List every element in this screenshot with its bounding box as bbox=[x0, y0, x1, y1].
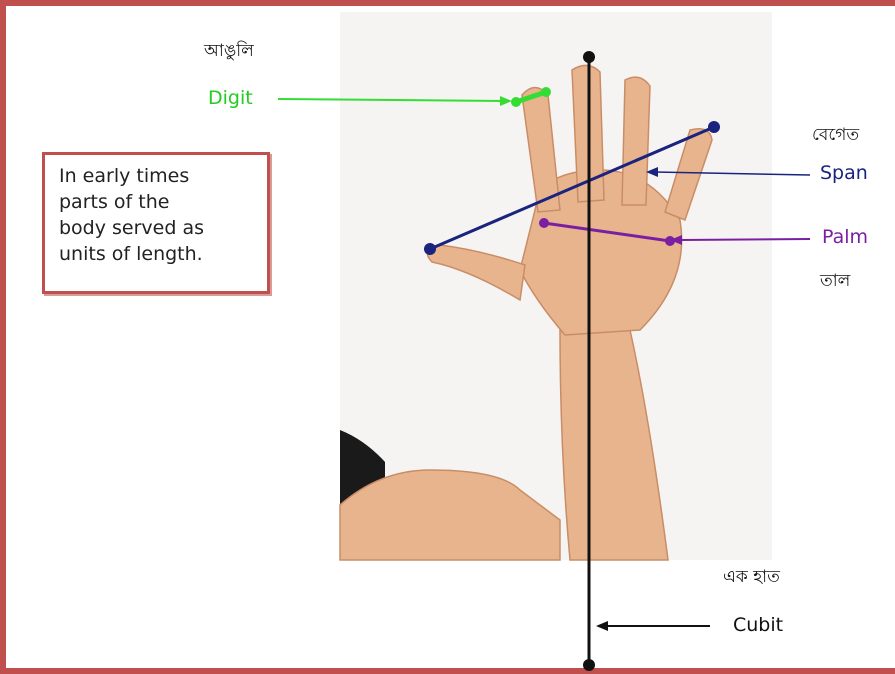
note-line: In early times bbox=[59, 163, 257, 189]
note-box: In early times parts of the body served … bbox=[42, 152, 270, 294]
span-end-dot bbox=[708, 121, 720, 133]
span-arrow bbox=[646, 167, 810, 177]
span-start-dot bbox=[424, 243, 436, 255]
span-bengali-label: বেগেত bbox=[812, 122, 859, 150]
digit-dot-right bbox=[541, 87, 551, 97]
digit-label: Digit bbox=[208, 87, 253, 109]
digit-arrow bbox=[278, 96, 512, 106]
note-line: units of length. bbox=[59, 241, 257, 267]
cubit-bottom-dot bbox=[583, 659, 595, 671]
palm-start-dot bbox=[539, 218, 549, 228]
palm-bengali-label: তাল bbox=[820, 268, 850, 296]
digit-dot-left bbox=[511, 97, 521, 107]
cubit-label: Cubit bbox=[733, 614, 783, 636]
note-line: parts of the bbox=[59, 189, 257, 215]
span-label: Span bbox=[820, 162, 868, 184]
note-line: body served as bbox=[59, 215, 257, 241]
palm-arrow bbox=[670, 235, 810, 245]
cubit-bengali-label: এক হাত bbox=[723, 564, 780, 592]
digit-bengali-label: আঙুলি bbox=[204, 38, 254, 66]
hand-illustration bbox=[340, 65, 712, 560]
cubit-top-dot bbox=[583, 51, 595, 63]
cubit-arrow bbox=[596, 621, 710, 631]
palm-label: Palm bbox=[822, 226, 868, 248]
